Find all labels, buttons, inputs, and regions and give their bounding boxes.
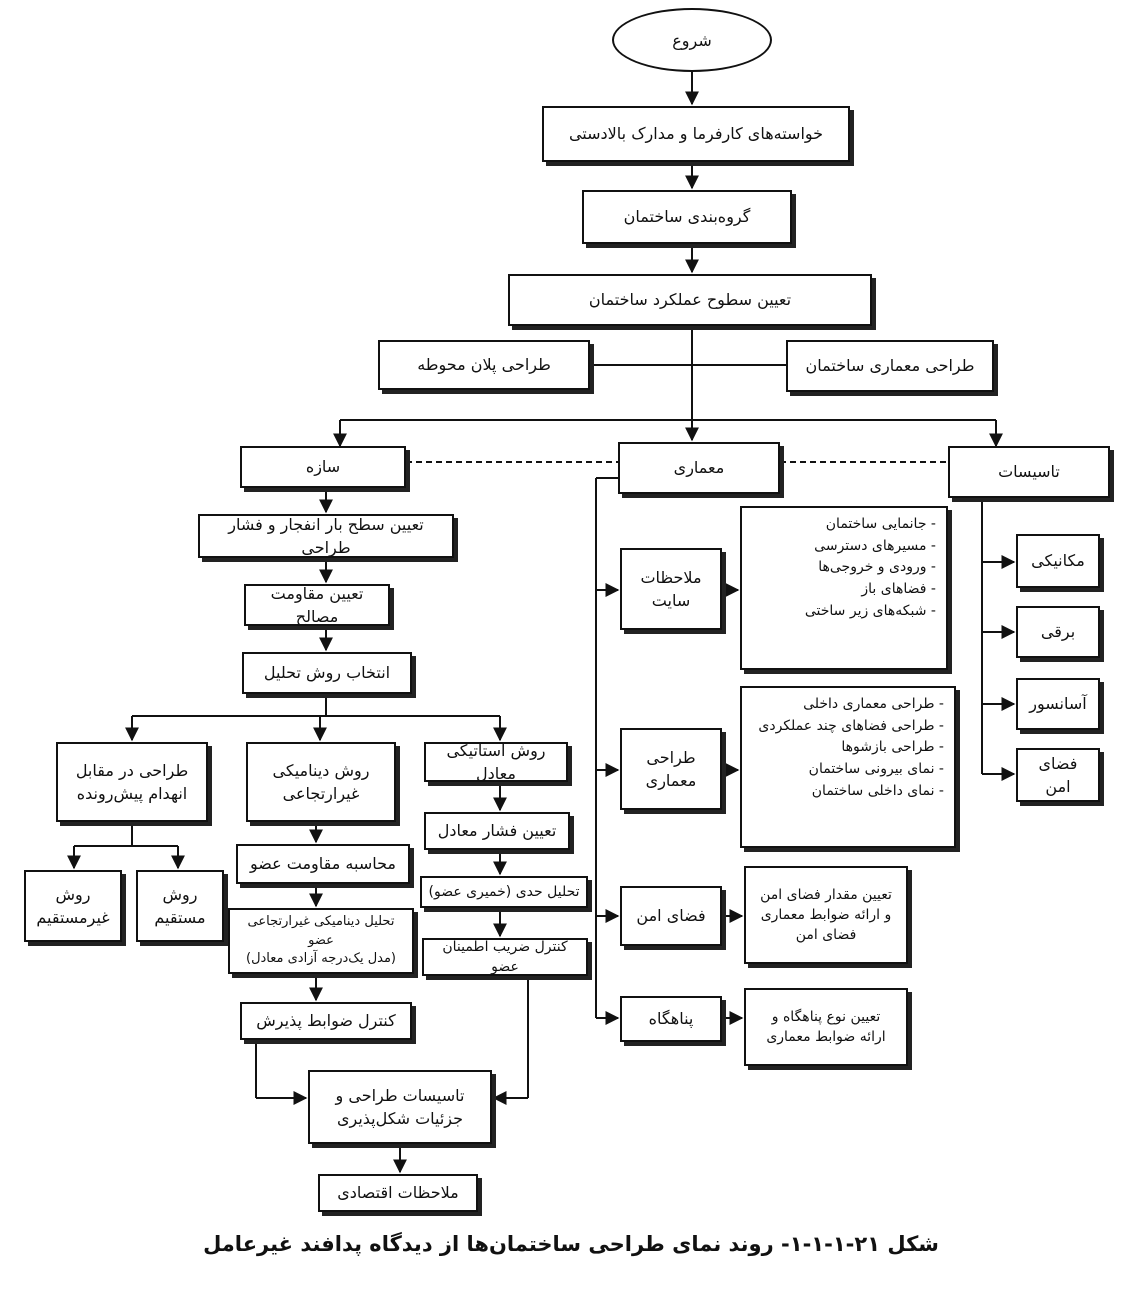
site-item: جانمایی ساختمان — [752, 514, 936, 536]
node-electrical: برقی — [1016, 606, 1100, 658]
figure-caption: شکل ۲۱-۱-۱-۱- روند نمای طراحی ساختمان‌ها… — [203, 1232, 939, 1256]
node-member-strength: محاسبه مقاومت عضو — [236, 844, 410, 884]
list-arch-items: طراحی معماری داخلی طراحی فضاهای چند عملک… — [740, 686, 956, 848]
node-acceptance-criteria: کنترل ضوابط پذیرش — [240, 1002, 412, 1040]
site-item: فضاهای باز — [752, 579, 936, 601]
node-grouping: گروه‌بندی ساختمان — [582, 190, 792, 244]
node-installations: تاسیسات — [948, 446, 1110, 498]
node-safe-space: فضای امن — [620, 886, 722, 946]
node-economic: ملاحظات اقتصادی — [318, 1174, 478, 1212]
arch-item: طراحی معماری داخلی — [752, 694, 944, 716]
node-mechanical: مکانیکی — [1016, 534, 1100, 588]
node-analysis-method: انتخاب روش تحلیل — [242, 652, 412, 694]
node-elevator: آسانسور — [1016, 678, 1100, 730]
node-structure: سازه — [240, 446, 406, 488]
node-dynamic-method: روش دینامیکی غیرارتجاعی — [246, 742, 396, 822]
node-safe-space-installations: فضای امن — [1016, 748, 1100, 802]
safe-space-details: تعیین مقدار فضای امن و ارائه ضوابط معمار… — [744, 866, 908, 964]
start-node: شروع — [612, 8, 772, 72]
node-site-considerations: ملاحظات سایت — [620, 548, 722, 630]
arch-item: نمای داخلی ساختمان — [752, 781, 944, 803]
node-architectural-design: طراحی معماری — [620, 728, 722, 810]
node-requests: خواسته‌های کارفرما و مدارک بالادستی — [542, 106, 850, 162]
node-site-plan: طراحی پلان محوطه — [378, 340, 590, 390]
shelter-details: تعیین نوع پناهگاه و ارائه ضوابط معماری — [744, 988, 908, 1066]
node-architecture: معماری — [618, 442, 780, 494]
site-item: مسیرهای دسترسی — [752, 536, 936, 558]
site-item: شبکه‌های زیر ساختی — [752, 601, 936, 623]
node-arch-design: طراحی معماری ساختمان — [786, 340, 994, 392]
site-item: ورودی و خروجی‌ها — [752, 557, 936, 579]
start-label: شروع — [672, 30, 712, 50]
node-blast-level: تعیین سطح بار انفجار و فشار طراحی — [198, 514, 454, 558]
arch-item: نمای بیرونی ساختمان — [752, 759, 944, 781]
list-site-items: جانمایی ساختمان مسیرهای دسترسی ورودی و خ… — [740, 506, 948, 670]
node-shelter: پناهگاه — [620, 996, 722, 1042]
node-static-method: روش استاتیکی معادل — [424, 741, 568, 783]
node-indirect-method: روش غیرمستقیم — [24, 870, 122, 942]
node-direct-method: روش مستقیم — [136, 870, 224, 942]
node-equivalent-pressure: تعیین فشار معادل — [424, 812, 570, 850]
node-dynamic-analysis: تحلیل دینامیکی غیرارتجاعی عضو (مدل یک‌در… — [228, 908, 414, 974]
node-progressive-collapse: طراحی در مقابل انهدام پیش‌رونده — [56, 742, 208, 822]
node-limit-analysis: تحلیل حدی (خمیری عضو) — [420, 876, 588, 908]
arch-item: طراحی فضاهای چند عملکردی — [752, 716, 944, 738]
node-safety-factor: کنترل ضریب اطمینان عضو — [422, 938, 588, 976]
node-performance-levels: تعیین سطوح عملکرد ساختمان — [508, 274, 872, 326]
arch-item: طراحی بازشوها — [752, 737, 944, 759]
node-design-details: تاسیسات طراحی و جزئیات شکل‌پذیری — [308, 1070, 492, 1144]
node-material-strength: تعیین مقاومت مصالح — [244, 584, 390, 626]
